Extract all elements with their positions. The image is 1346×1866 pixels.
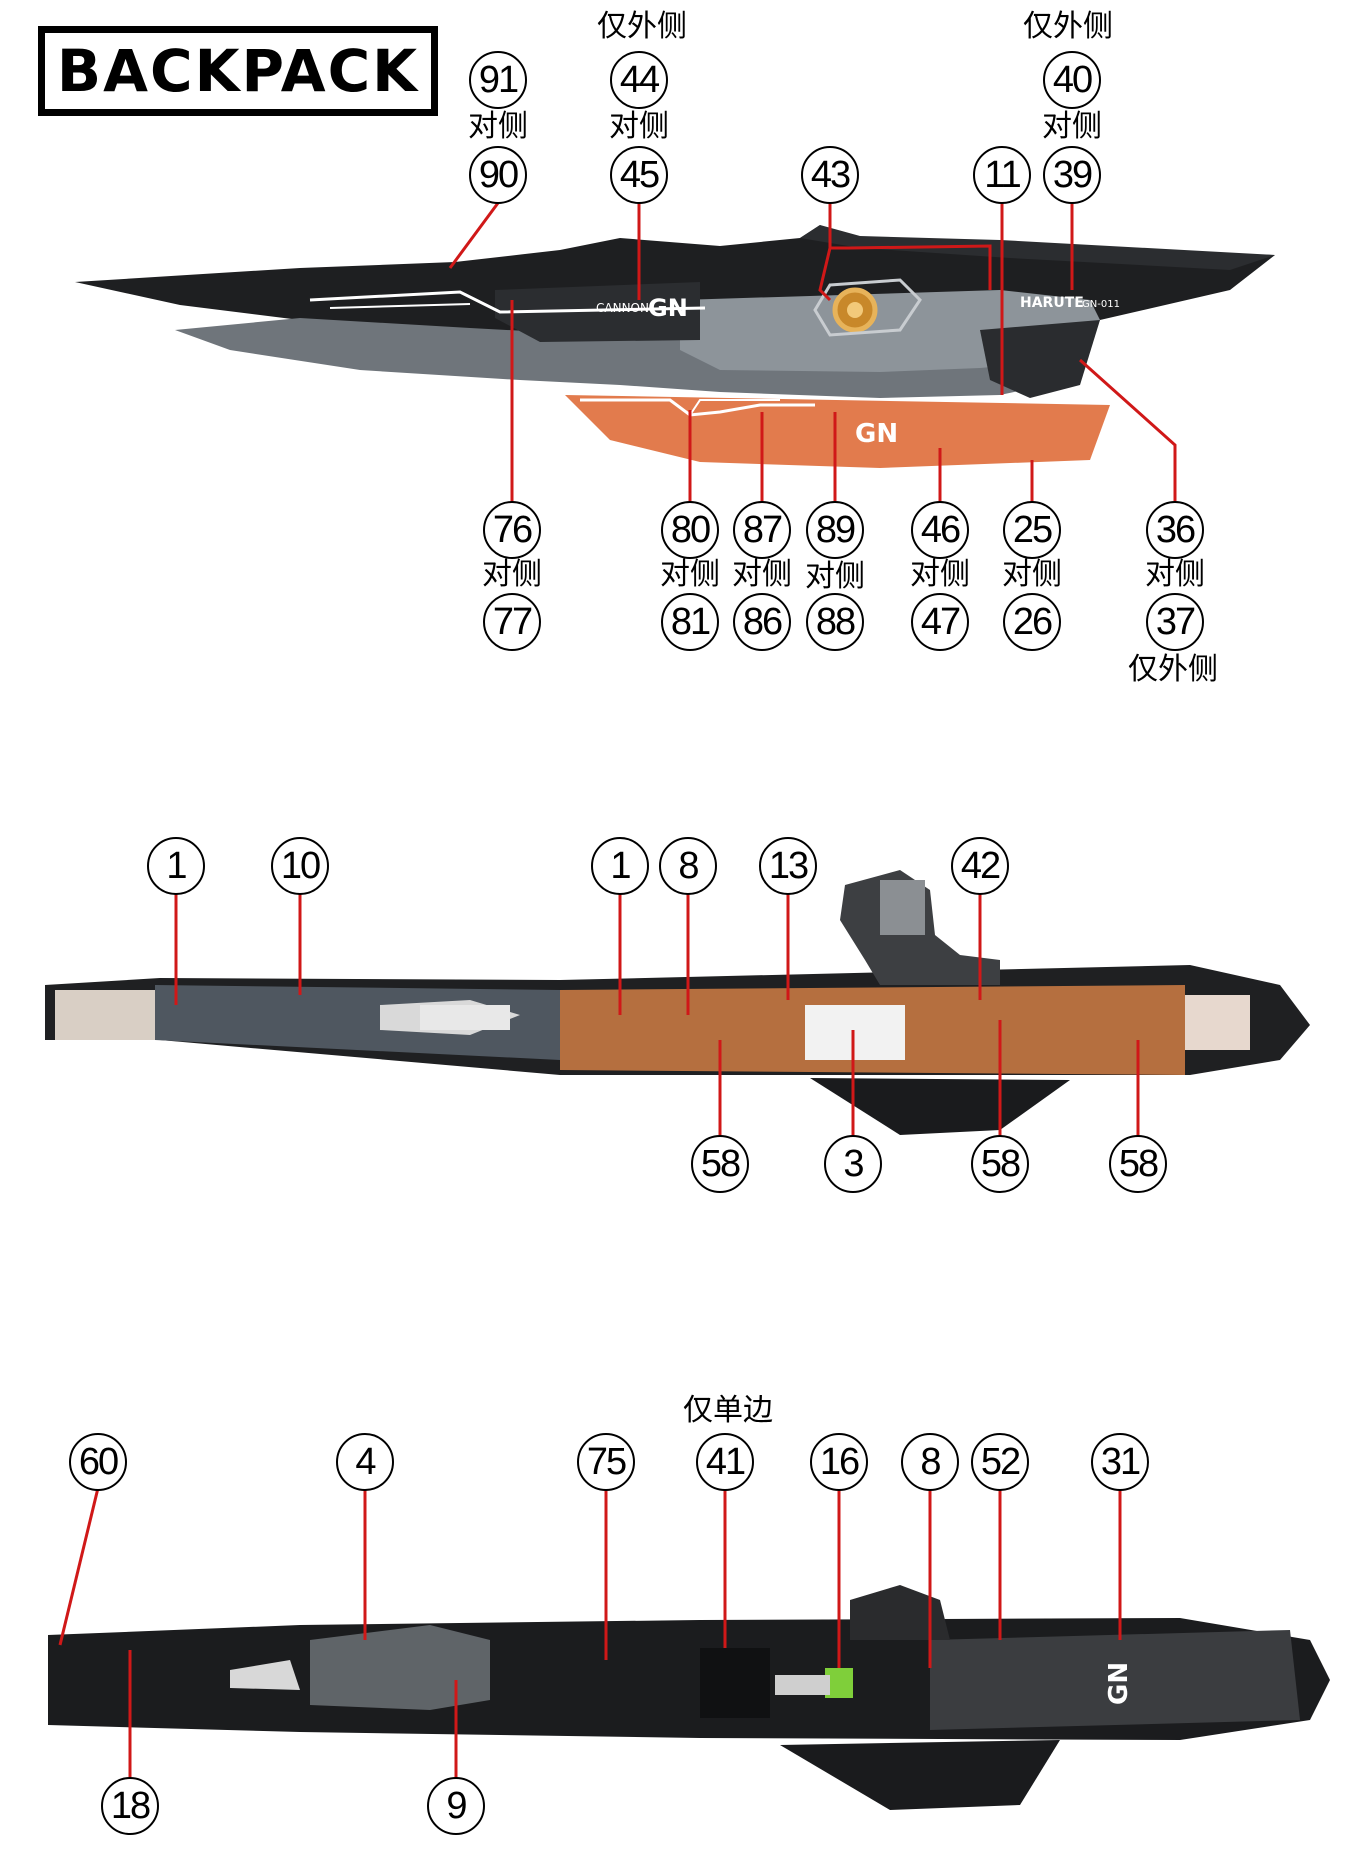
callout-4: 4 bbox=[336, 1433, 394, 1491]
top-view-illustration bbox=[45, 870, 1310, 1135]
gn-mark-lower: GN bbox=[855, 419, 898, 449]
callout-36: 36 bbox=[1146, 501, 1204, 559]
callout-13: 13 bbox=[759, 837, 817, 895]
callout-86: 86 bbox=[733, 593, 791, 651]
note-opposite-37: 对侧 bbox=[1145, 557, 1205, 592]
note-outer-only-37: 仅外侧 bbox=[1128, 652, 1218, 687]
callout-89: 89 bbox=[806, 501, 864, 559]
callout-58-b: 58 bbox=[971, 1135, 1029, 1193]
callout-8-bottom: 8 bbox=[901, 1433, 959, 1491]
gn-mark-bottom: GN bbox=[1104, 1662, 1134, 1705]
note-opposite-45: 对侧 bbox=[609, 109, 669, 144]
callout-43: 43 bbox=[801, 146, 859, 204]
callout-40: 40 bbox=[1043, 51, 1101, 109]
callout-52: 52 bbox=[971, 1433, 1029, 1491]
callout-18: 18 bbox=[101, 1777, 159, 1835]
callout-77: 77 bbox=[483, 593, 541, 651]
callout-91: 91 bbox=[469, 51, 527, 109]
note-opposite-26: 对侧 bbox=[1002, 557, 1062, 592]
callout-8-top: 8 bbox=[659, 837, 717, 895]
note-opposite-47: 对侧 bbox=[910, 557, 970, 592]
gn-mark-upper: GN bbox=[648, 294, 688, 322]
callout-88: 88 bbox=[806, 593, 864, 651]
callout-42: 42 bbox=[951, 837, 1009, 895]
callout-26: 26 bbox=[1003, 593, 1061, 651]
page-title: BACKPACK bbox=[56, 37, 420, 105]
callout-41: 41 bbox=[696, 1433, 754, 1491]
callout-1-left: 1 bbox=[147, 837, 205, 895]
callout-37: 37 bbox=[1146, 593, 1204, 651]
callout-46: 46 bbox=[911, 501, 969, 559]
callout-76: 76 bbox=[483, 501, 541, 559]
harute-model-text: GN-011 bbox=[1082, 299, 1120, 310]
note-opposite-88: 对侧 bbox=[805, 559, 865, 594]
callout-25: 25 bbox=[1003, 501, 1061, 559]
callout-11: 11 bbox=[973, 146, 1031, 204]
cannon-text: CANNON bbox=[596, 301, 649, 315]
callout-16: 16 bbox=[810, 1433, 868, 1491]
note-outer-only-44: 仅外侧 bbox=[597, 9, 687, 44]
callout-31: 31 bbox=[1091, 1433, 1149, 1491]
note-opposite-39: 对侧 bbox=[1042, 109, 1102, 144]
callout-87: 87 bbox=[733, 501, 791, 559]
note-outer-only-40: 仅外侧 bbox=[1023, 9, 1113, 44]
note-opposite-77: 对侧 bbox=[482, 557, 542, 592]
callout-80: 80 bbox=[661, 501, 719, 559]
note-single-side-41: 仅单边 bbox=[683, 1393, 773, 1428]
callout-81: 81 bbox=[661, 593, 719, 651]
harute-text: HARUTE bbox=[1020, 295, 1084, 311]
side-view-illustration: CANNON GN HARUTE GN-011 GN bbox=[75, 225, 1275, 468]
leader-lines bbox=[58, 202, 1177, 1780]
callout-58-c: 58 bbox=[1109, 1135, 1167, 1193]
callout-47: 47 bbox=[911, 593, 969, 651]
callout-45: 45 bbox=[610, 146, 668, 204]
callout-39: 39 bbox=[1043, 146, 1101, 204]
callout-3: 3 bbox=[824, 1135, 882, 1193]
callout-9: 9 bbox=[427, 1777, 485, 1835]
note-opposite-90: 对侧 bbox=[468, 109, 528, 144]
callout-44: 44 bbox=[610, 51, 668, 109]
note-opposite-86: 对侧 bbox=[732, 557, 792, 592]
callout-60: 60 bbox=[69, 1433, 127, 1491]
callout-75: 75 bbox=[577, 1433, 635, 1491]
callout-1-mid: 1 bbox=[591, 837, 649, 895]
bottom-view-illustration: GN bbox=[48, 1585, 1330, 1810]
callout-10: 10 bbox=[271, 837, 329, 895]
title-box: BACKPACK bbox=[38, 26, 438, 116]
note-opposite-81: 对侧 bbox=[660, 557, 720, 592]
callout-90: 90 bbox=[469, 146, 527, 204]
callout-58-a: 58 bbox=[691, 1135, 749, 1193]
